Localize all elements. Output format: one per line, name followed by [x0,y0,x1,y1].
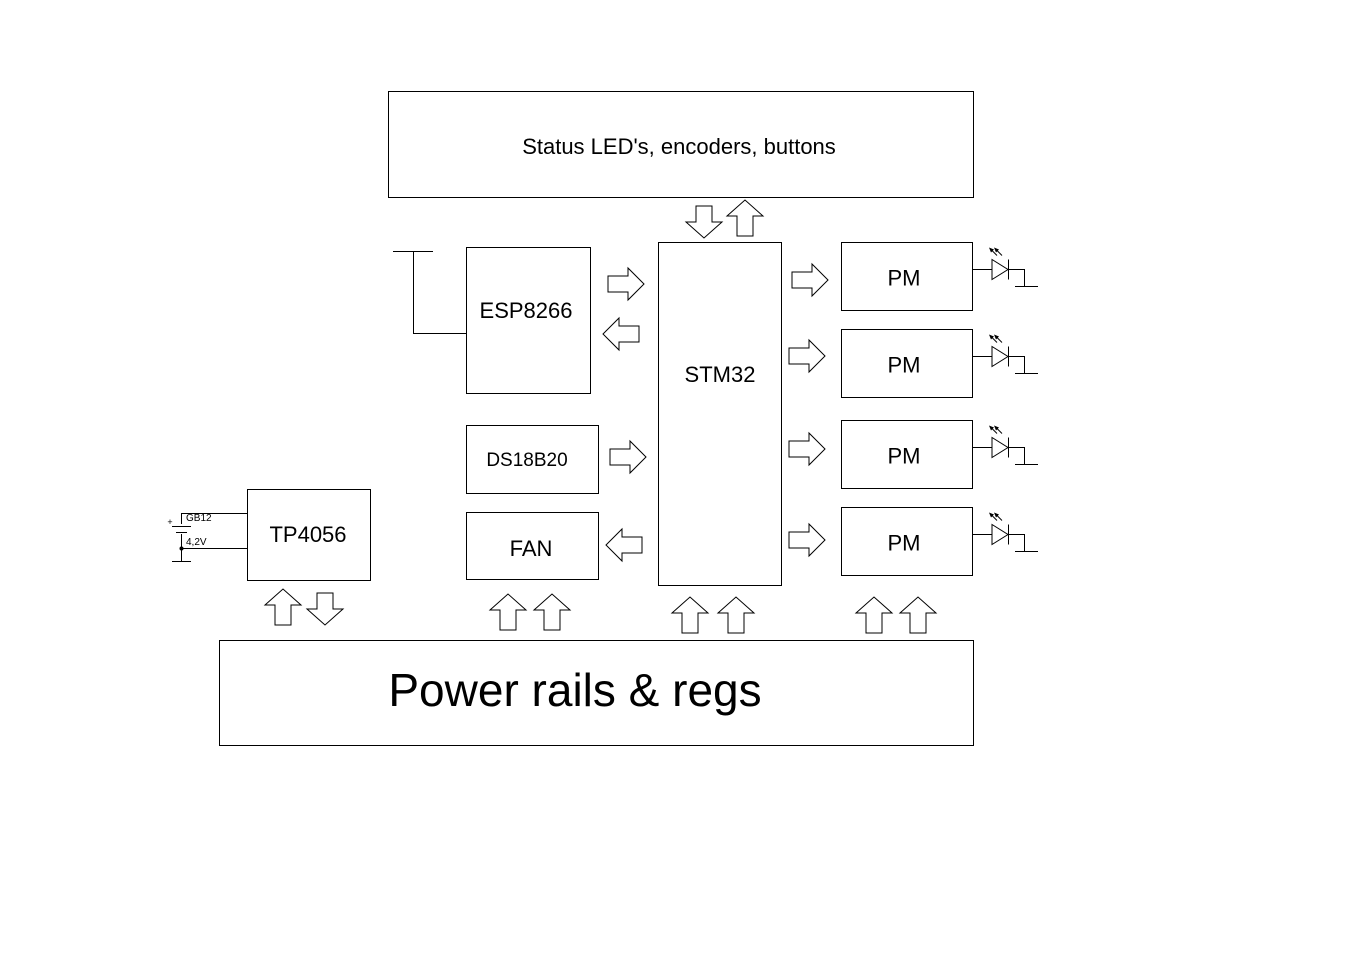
ground-symbol-icon [1015,447,1038,465]
ds18b20-to-stm32-arrow-icon [609,439,647,475]
ground-symbol-icon [1015,269,1038,287]
fan-block[interactable]: FAN [466,512,599,580]
stm32-to-esp-arrow-icon [602,316,640,352]
ds18b20-label: DS18B20 [486,450,567,471]
stm32-to-pm4-arrow-icon [788,522,826,558]
ds18b20-block[interactable]: DS18B20 [466,425,599,494]
status-to-stm32-arrow-icon [684,205,724,239]
battery-ref: GB12 [186,513,212,524]
stm32-label: STM32 [685,362,756,387]
led-diode-icon [973,512,1025,546]
stm32-to-pm2-arrow-icon [788,338,826,374]
esp8266-label: ESP8266 [480,298,573,323]
stm32-to-pm1-arrow-icon [791,262,829,298]
antenna-icon [393,251,467,334]
status-block[interactable]: Status LED's, encoders, buttons [388,91,974,198]
pm-label: PM [888,353,921,378]
arrow-layer [263,199,938,634]
battery-plus-sign: + [167,517,172,527]
status-label: Status LED's, encoders, buttons [522,134,836,159]
power-to-fan-arrow-icon-1 [488,593,528,631]
pm-label: PM [888,266,921,291]
led-diode-icon [973,425,1025,459]
power-module-group: PM PM PM PM [841,242,1039,576]
stm32-to-pm3-arrow-icon [788,431,826,467]
power-to-tp4056-arrow-icon [263,588,303,626]
power-to-stm32-arrow-icon-1 [670,596,710,634]
battery-voltage: 4,2V [186,537,207,548]
tp4056-block[interactable]: TP4056 [247,489,371,581]
ground-symbol-icon [1015,534,1038,552]
power-to-stm32-arrow-icon-2 [716,596,756,634]
pm-label: PM [888,531,921,556]
power-rails-label: Power rails & regs [388,664,761,716]
esp-to-stm32-arrow-icon [607,266,645,302]
stm32-block[interactable]: STM32 [658,242,782,586]
power-to-fan-arrow-icon-2 [532,593,572,631]
power-rails-block[interactable]: Power rails & regs [219,640,974,746]
esp8266-block[interactable]: ESP8266 [466,247,591,394]
power-to-pm-arrow-icon-2 [898,596,938,634]
power-to-pm-arrow-icon-1 [854,596,894,634]
led-diode-icon [973,247,1025,281]
battery-icon: + GB12 4,2V [167,513,248,562]
stm32-to-fan-arrow-icon [605,527,643,563]
pm-label: PM [888,444,921,469]
fan-label: FAN [510,536,553,561]
tp4056-label: TP4056 [269,522,346,547]
led-diode-icon [973,334,1025,368]
pm-block-1[interactable]: PM [841,242,1039,311]
tp4056-to-power-arrow-icon [305,592,345,626]
stm32-to-status-arrow-icon [725,199,765,237]
pm-block-4[interactable]: PM [841,507,1039,576]
pm-block-2[interactable]: PM [841,329,1039,398]
pm-block-3[interactable]: PM [841,420,1039,489]
ground-symbol-icon [1015,356,1038,374]
